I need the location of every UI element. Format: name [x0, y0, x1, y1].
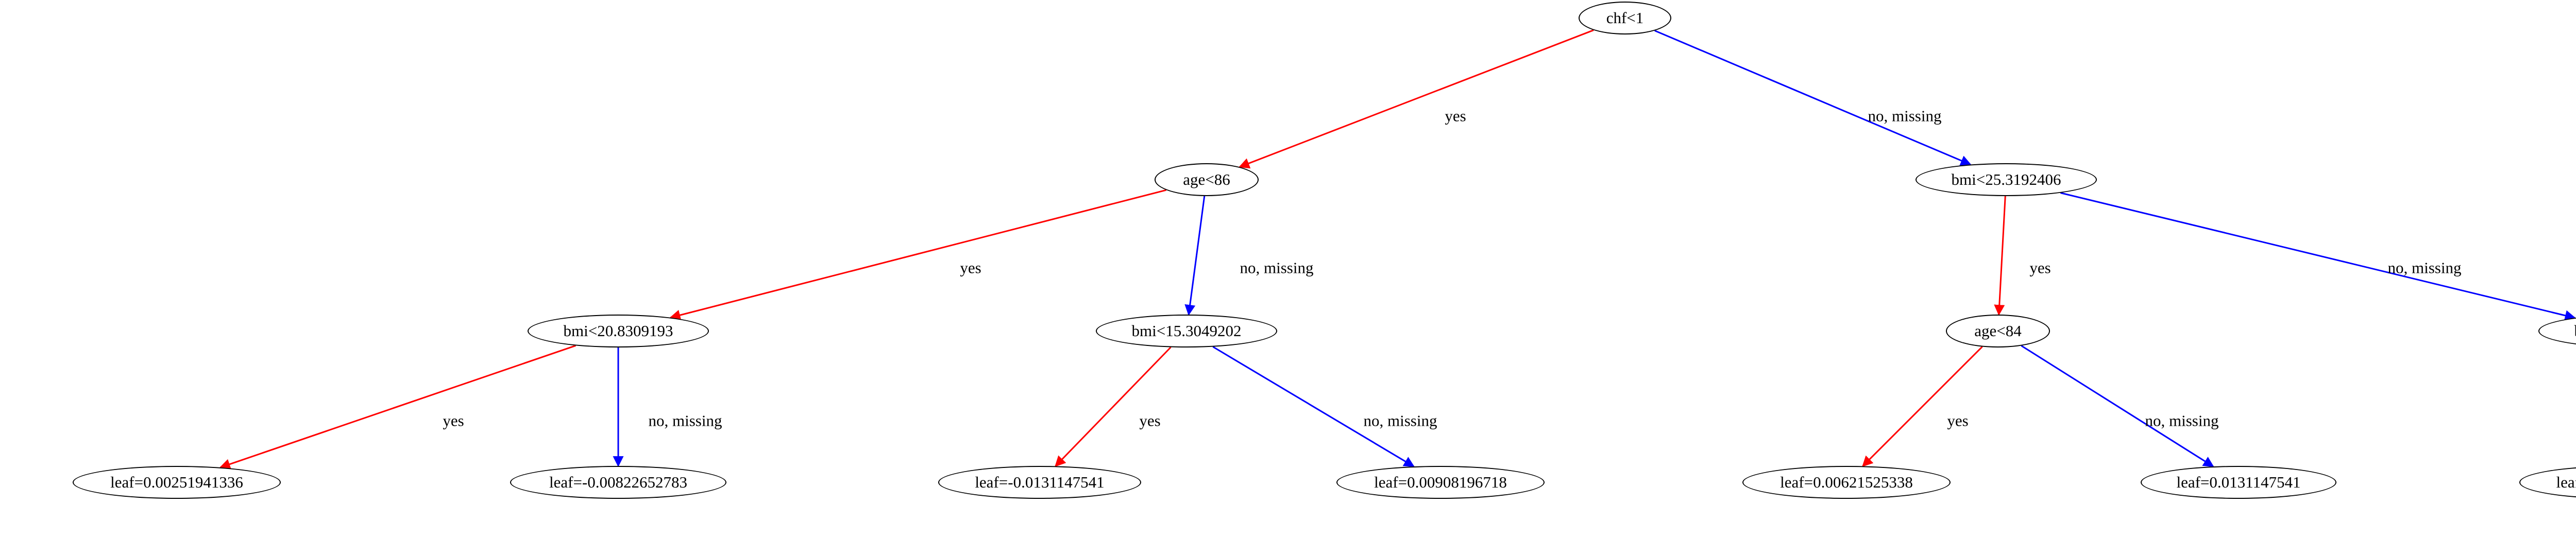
- edge-label-no_missing: no, missing: [1868, 107, 1942, 125]
- tree-leaf-node[interactable]: leaf=0.00621525338: [1742, 466, 1951, 499]
- split-condition-label: age<86: [1183, 170, 1230, 188]
- edge-label-no_missing: no, missing: [1363, 411, 1437, 430]
- edge-label-yes: yes: [1445, 107, 1466, 125]
- tree-split-node[interactable]: bmi<20.8309193: [528, 315, 709, 347]
- tree-edge-yes: [1994, 196, 2006, 316]
- tree-split-node[interactable]: chf<1: [1579, 2, 1671, 34]
- tree-edge-no_missing: [1654, 30, 1972, 166]
- tree-edge-no_missing: [1212, 346, 1415, 467]
- tree-split-node[interactable]: bmi<25.8431492: [2538, 315, 2576, 347]
- leaf-value-label: leaf=0.00251941336: [110, 473, 243, 491]
- tree-split-node[interactable]: bmi<25.3192406: [1916, 163, 2097, 196]
- edge-label-yes: yes: [443, 411, 464, 430]
- edge-label-yes: yes: [1947, 411, 1969, 430]
- tree-edge-yes: [1239, 29, 1594, 169]
- edge-label-yes: yes: [960, 258, 981, 277]
- leaf-value-label: leaf=-0.0131147541: [975, 473, 1105, 491]
- tree-leaf-node[interactable]: leaf=0.0131147541: [2141, 466, 2336, 499]
- leaf-value-label: leaf=0.0131147541: [2176, 473, 2301, 491]
- tree-leaf-node[interactable]: leaf=0.00908196718: [1336, 466, 1545, 499]
- tree-split-node[interactable]: bmi<15.3049202: [1096, 315, 1277, 347]
- edge-label-yes: yes: [2029, 258, 2051, 277]
- split-condition-label: bmi<25.8431492: [2574, 323, 2576, 340]
- tree-leaf-node[interactable]: leaf=-0.012950819: [2519, 466, 2576, 499]
- tree-edge-yes: [219, 344, 577, 470]
- split-condition-label: bmi<20.8309193: [563, 321, 673, 340]
- tree-edge-no_missing: [1184, 196, 1206, 316]
- edge-label-no_missing: no, missing: [648, 411, 722, 430]
- edge-label-no_missing: no, missing: [2145, 411, 2219, 430]
- tree-leaf-node[interactable]: leaf=0.00251941336: [73, 466, 281, 499]
- tree-leaf-node[interactable]: leaf=-0.00822652783: [510, 466, 726, 499]
- tree-edge-no_missing: [2021, 345, 2214, 467]
- tree-edge-yes: [669, 189, 1166, 321]
- leaf-value-label: leaf=0.00621525338: [1780, 473, 1913, 491]
- split-condition-label: chf<1: [1606, 8, 1644, 27]
- tree-edge-yes: [1862, 346, 1983, 467]
- edge-label-no_missing: no, missing: [2387, 258, 2462, 277]
- leaf-value-label: leaf=0.00908196718: [1374, 473, 1507, 491]
- tree-leaf-node[interactable]: leaf=-0.0131147541: [938, 466, 1141, 499]
- edge-label-yes: yes: [1139, 411, 1161, 430]
- split-condition-label: bmi<25.3192406: [1951, 170, 2061, 188]
- edge-label-no_missing: no, missing: [1240, 258, 1314, 277]
- leaf-value-label: leaf=-0.012950819: [2556, 473, 2576, 491]
- tree-split-node[interactable]: age<84: [1946, 315, 2050, 347]
- tree-edge-no_missing: [2060, 192, 2576, 321]
- split-condition-label: age<84: [1974, 321, 2022, 340]
- leaf-value-label: leaf=-0.00822652783: [549, 473, 687, 491]
- split-condition-label: bmi<15.3049202: [1131, 321, 1242, 340]
- tree-split-node[interactable]: age<86: [1155, 163, 1259, 196]
- tree-edge-yes: [1055, 346, 1172, 467]
